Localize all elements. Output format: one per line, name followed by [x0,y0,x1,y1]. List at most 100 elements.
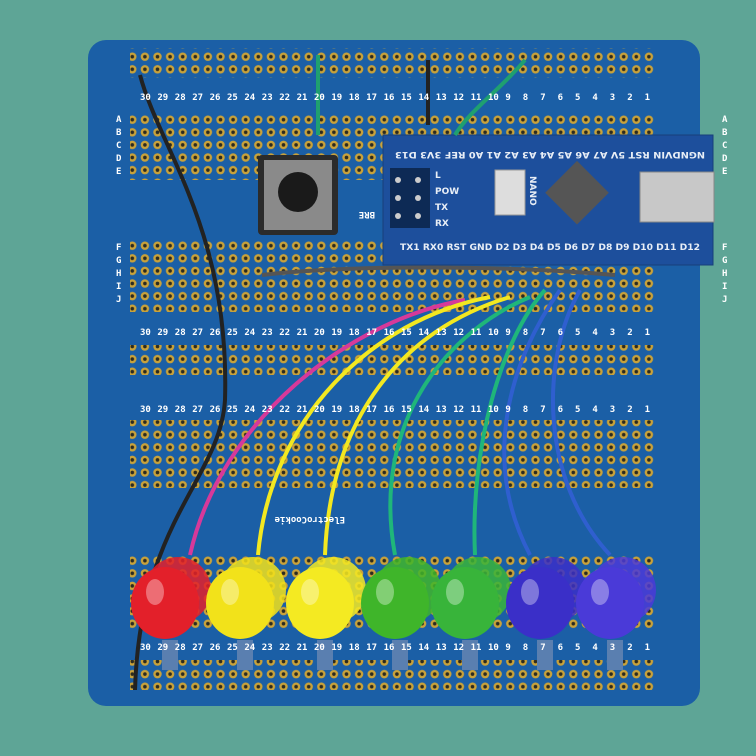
column-number: 20 [314,328,325,338]
column-number: 12 [453,405,464,415]
led [506,557,586,670]
led-label-tx: TX [435,203,448,213]
column-number: 5 [575,405,580,415]
column-number: 25 [227,405,238,415]
column-number: 26 [210,328,221,338]
column-number: 6 [558,643,563,653]
column-number: 26 [210,93,221,103]
led [206,557,286,670]
column-number: 10 [488,328,499,338]
row-letter: J [722,295,727,305]
push-button[interactable] [258,155,338,235]
row-letter: C [116,141,121,151]
row-letter: D [116,154,122,164]
row-letter: G [116,256,121,266]
column-number: 5 [575,93,580,103]
led [286,557,366,670]
column-numbers: 3030303029292929282828282727272726262626… [140,93,650,653]
column-number: 27 [192,328,203,338]
column-number: 23 [262,643,273,653]
column-number: 5 [575,643,580,653]
column-number: 27 [192,93,203,103]
led [431,557,511,670]
row-letter: D [722,154,728,164]
column-number: 4 [592,328,598,338]
led-label-l: L [435,171,441,181]
column-number: 29 [157,643,168,653]
column-number: 12 [453,643,464,653]
column-number: 6 [558,405,563,415]
column-number: 1 [645,405,650,415]
column-number: 14 [418,328,429,338]
row-letter: F [116,243,121,253]
column-number: 24 [244,405,255,415]
column-number: 14 [418,93,429,103]
column-number: 15 [401,328,412,338]
column-number: 6 [558,93,563,103]
column-number: 3 [610,643,615,653]
column-number: 17 [366,405,377,415]
column-number: 24 [244,328,255,338]
nano-label: NANO [527,176,537,206]
column-number: 23 [262,405,273,415]
column-number: 8 [523,328,528,338]
column-number: 10 [488,93,499,103]
column-number: 30 [140,93,151,103]
column-number: 17 [366,328,377,338]
column-number: 12 [453,328,464,338]
column-number: 29 [157,328,168,338]
column-number: 30 [140,405,151,415]
row-letter: A [722,115,728,125]
row-letter: E [116,167,121,177]
column-number: 3 [610,328,615,338]
column-number: 1 [645,328,650,338]
column-number: 3 [610,405,615,415]
column-number: 13 [436,643,447,653]
column-number: 2 [627,643,632,653]
column-number: 24 [244,93,255,103]
row-letter: J [116,295,121,305]
column-number: 13 [436,405,447,415]
column-number: 28 [175,405,186,415]
row-letter: B [116,128,122,138]
row-letter: E [722,167,727,177]
column-number: 11 [471,93,482,103]
column-number: 9 [505,405,510,415]
usb-port[interactable] [639,171,715,223]
column-number: 24 [244,643,255,653]
column-number: 9 [505,93,510,103]
column-number: 4 [592,93,598,103]
column-number: 16 [384,93,395,103]
column-number: 17 [366,93,377,103]
column-number: 13 [436,328,447,338]
column-number: 9 [505,643,510,653]
column-number: 9 [505,328,510,338]
column-number: 26 [210,405,221,415]
column-number: 14 [418,643,429,653]
column-number: 28 [175,93,186,103]
column-number: 11 [471,405,482,415]
row-letter: H [722,269,727,279]
column-number: 25 [227,643,238,653]
column-number: 19 [331,643,342,653]
column-number: 1 [645,93,650,103]
led-label-rx: RX [435,219,449,229]
column-number: 22 [279,405,290,415]
column-number: 14 [418,405,429,415]
column-number: 10 [488,405,499,415]
column-number: 3 [610,93,615,103]
column-number: 25 [227,93,238,103]
column-number: 17 [366,643,377,653]
column-number: 18 [349,643,360,653]
column-number: 29 [157,93,168,103]
led [576,557,656,670]
column-number: 22 [279,643,290,653]
column-number: 7 [540,328,545,338]
column-number: 8 [523,405,528,415]
column-number: 13 [436,93,447,103]
column-number: 5 [575,328,580,338]
row-letter: G [722,256,727,266]
column-number: 29 [157,405,168,415]
